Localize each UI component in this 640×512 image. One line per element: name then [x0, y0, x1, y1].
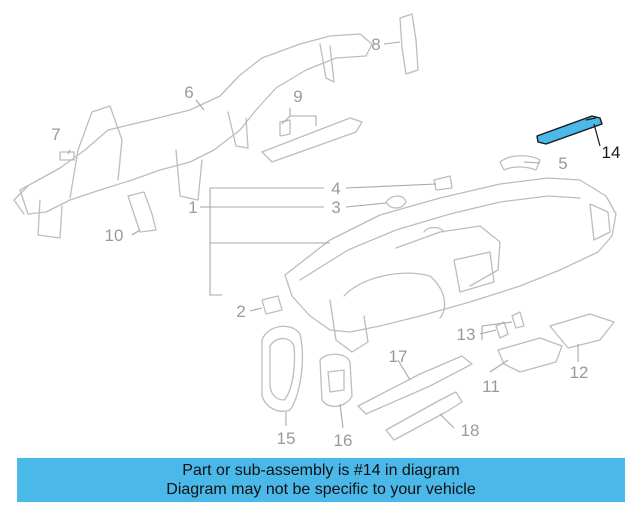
callout-3: 3	[331, 198, 340, 217]
callout-15: 15	[277, 429, 296, 448]
part-14-bracket-highlighted[interactable]	[536, 115, 603, 145]
part-8-bracket	[399, 13, 419, 75]
part-1-instrument-panel	[284, 177, 617, 353]
part-17-reinforcement	[357, 355, 473, 415]
callout-11: 11	[482, 377, 500, 396]
callout-8: 8	[371, 35, 380, 54]
part-9-bracket	[261, 117, 363, 163]
callout-1: 1	[188, 198, 197, 217]
banner-line-2: Diagram may not be specific to your vehi…	[166, 481, 476, 498]
part-4-clip	[433, 175, 453, 191]
part-16-panel	[319, 353, 353, 407]
callout-6: 6	[184, 83, 193, 102]
callout-5: 5	[558, 154, 567, 173]
part-11-cover	[497, 337, 563, 373]
callout-10: 10	[105, 226, 124, 245]
callout-14: 14	[602, 143, 621, 162]
callout-labels: 1 2 3 4 5 6 7 8 9 10 11 12 13 14 15 16 1…	[51, 35, 620, 450]
callout-9: 9	[293, 87, 302, 106]
callout-13: 13	[457, 325, 476, 344]
callout-18: 18	[461, 421, 480, 440]
info-banner: Part or sub-assembly is #14 in diagram D…	[17, 458, 625, 502]
part-10-bracket	[127, 191, 157, 233]
callout-7: 7	[51, 125, 60, 144]
part-18-trim	[385, 391, 463, 441]
callout-12: 12	[570, 363, 589, 382]
banner-line-1: Part or sub-assembly is #14 in diagram	[182, 462, 460, 479]
parts-diagram: 1 2 3 4 5 6 7 8 9 10 11 12 13 14 15 16 1…	[13, 13, 620, 450]
part-13-clips	[495, 311, 525, 339]
part-12-cover	[549, 313, 615, 349]
leader-lines	[67, 41, 601, 429]
callout-16: 16	[334, 431, 353, 450]
callout-4: 4	[331, 179, 340, 198]
part-2-clip	[261, 295, 283, 315]
part-15-panel	[261, 325, 303, 412]
part-3-clip	[385, 195, 407, 209]
part-5-trim	[499, 155, 541, 171]
callout-2: 2	[236, 302, 245, 321]
callout-17: 17	[389, 347, 408, 366]
part-6-cross-car-beam	[13, 33, 373, 239]
